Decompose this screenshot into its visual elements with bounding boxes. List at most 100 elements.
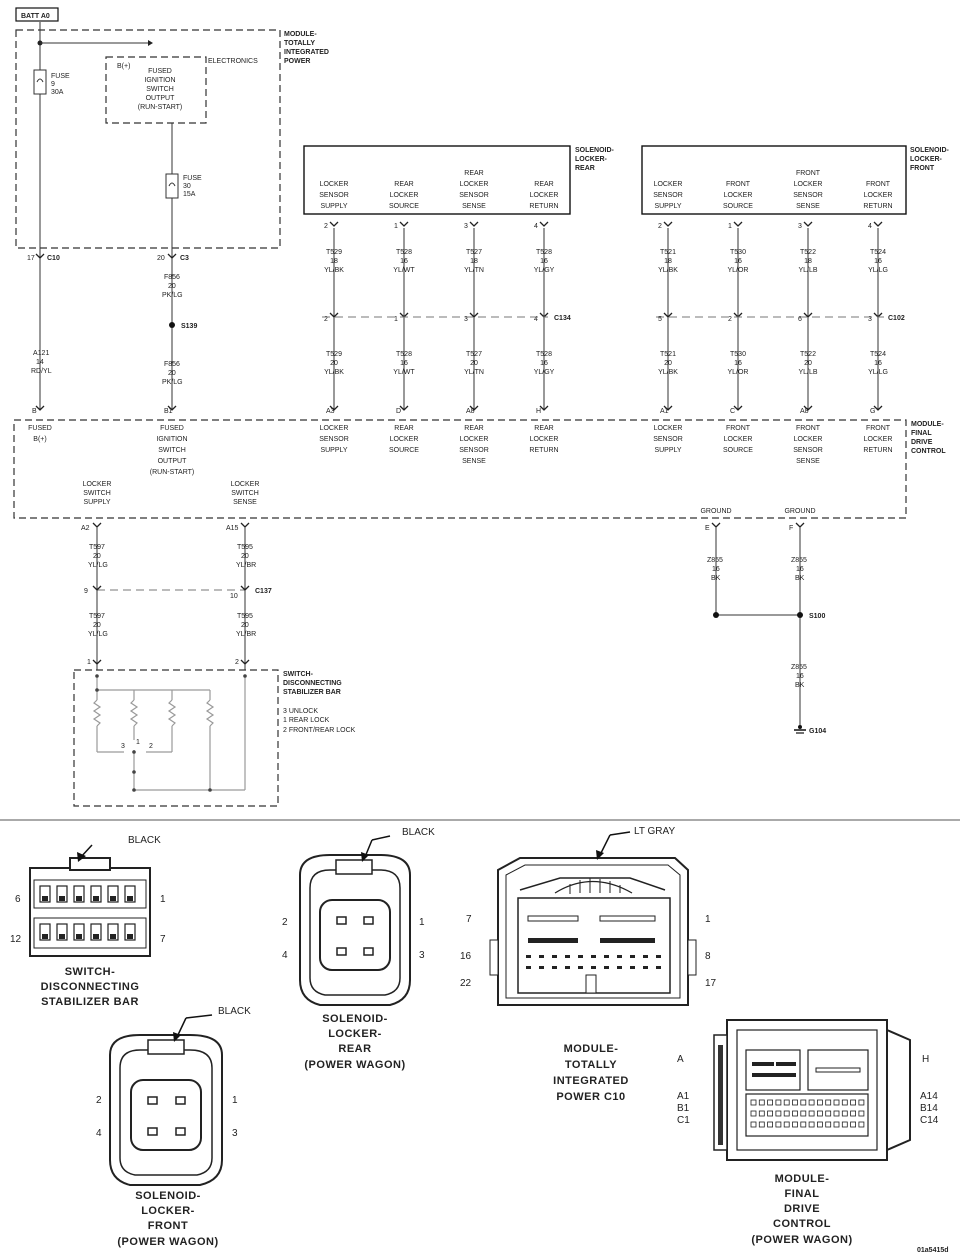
fdc-top-pin-7: A1 [660,408,669,415]
fdc-cavity [758,1121,765,1128]
switch-cavity [73,923,85,941]
svg-text:PK/LG: PK/LG [162,379,183,386]
tipm-cavity [526,955,531,958]
fdc-func-2: (RUN-START) [150,469,194,476]
front-wire-bot-3: YL/LB [798,369,817,376]
fdc-func-9: SENSE [796,458,820,465]
rear-wire-bot-1: T529 [326,351,342,358]
tipm-cavity [578,966,583,969]
fdc-func-1: FUSED [28,425,52,432]
switch-cavity [107,885,119,903]
svg-text:OUTPUT: OUTPUT [146,95,176,102]
svg-text:RD/YL: RD/YL [31,368,52,375]
tipm-cavity [552,966,557,969]
svg-text:A121: A121 [33,350,49,357]
tipm-cavity [630,955,635,958]
svg-text:DRIVE: DRIVE [911,439,933,446]
fdc-cavity [850,1110,856,1117]
svg-text:20: 20 [93,553,101,560]
switch-pos-3: 3 [121,743,125,750]
front-pin-4: 4 [868,223,872,230]
wire-t595-bottom-label: T595 20 YL/BR [236,613,256,638]
svg-text:FINAL: FINAL [785,1188,820,1200]
front-wire-top-4: YL/LG [868,267,888,274]
svg-text:DISCONNECTING: DISCONNECTING [41,981,140,993]
svg-text:CONTROL: CONTROL [773,1218,831,1230]
front-func-4: FRONT [866,181,891,188]
fdc-cavity [783,1110,790,1117]
fdc-cavity [800,1121,807,1128]
front-func-3: LOCKER [794,181,823,188]
svg-text:SOLENOID-: SOLENOID- [575,147,615,154]
svg-text:20: 20 [93,622,101,629]
fdc-pin-e: E [705,525,710,532]
svg-text:15A: 15A [183,191,196,198]
splice-s100-label: S100 [809,613,825,620]
fdc-func-8: LOCKER [724,436,753,443]
fdc-top-pin-9: A8 [800,408,809,415]
front-wire-bot-4: YL/LG [868,369,888,376]
tipm-module-box [15,29,281,249]
front-wire-bot-2: T530 [730,351,746,358]
switch-legend: 3 UNLOCK 1 REAR LOCK 2 FRONT/REAR LOCK [283,708,356,734]
fdc-pin-a2: A2 [81,525,90,532]
fdc-cavity [783,1099,790,1106]
fdc-switch-supply-label: LOCKER SWITCH SUPPLY [83,481,112,506]
front-wire-bot-1: YL/BK [658,369,678,376]
fdc-conn-pin-b14: B14 [920,1103,938,1114]
wire-f856-lower-label: F856 20 PK/LG [162,361,183,386]
svg-text:16: 16 [712,566,720,573]
svg-text:TOTALLY: TOTALLY [565,1059,617,1071]
fdc-cavity [758,1110,765,1117]
tipm-cavity [604,955,609,958]
front-func-3: FRONT [796,170,821,177]
fdc-cavity [808,1121,815,1128]
switch-pos-1: 1 [136,739,140,746]
fdc-module-box [13,419,907,519]
tipm-cavity [591,955,596,958]
front-func-1: SUPPLY [654,203,681,210]
fdc-conn-pin-a: A [677,1054,684,1065]
tipm-cavity [643,955,648,958]
tipm-conn-pin-8: 8 [705,951,711,962]
svg-text:FUSE: FUSE [183,175,202,182]
svg-text:INTEGRATED: INTEGRATED [553,1075,629,1087]
switch-cavity [90,923,102,941]
front-wire-bot-1: T521 [660,351,676,358]
fdc-cavity [792,1121,798,1128]
fdc-func-8: FRONT [726,425,751,432]
switch-conn-pin-6: 6 [15,894,21,905]
fdc-cavity [808,1110,815,1117]
svg-text:BK: BK [795,682,805,689]
conn-c134-label: C134 [554,315,571,322]
front-func-4: RETURN [863,203,892,210]
c134-pin-1: 2 [324,316,328,323]
fdc-top-pin-10: G [870,408,875,415]
rear-func-2: LOCKER [390,192,419,199]
splice-s139-dot [169,322,175,328]
fdc-func-9: FRONT [796,425,821,432]
rear-func-3: REAR [464,170,483,177]
fdc-cavity [833,1110,840,1117]
svg-text:REAR: REAR [575,165,595,172]
tipm-cavity [604,966,609,969]
svg-text:LOCKER-: LOCKER- [141,1205,195,1217]
switch-cavity [39,885,51,903]
fdc-top-pin-4: D [396,408,401,415]
rear-wire-top-4: 16 [540,258,548,265]
switch-module-box [73,669,279,807]
svg-text:Z855: Z855 [791,557,807,564]
rear-wire-top-2: YL/WT [393,267,415,274]
switch-cavity [107,923,119,941]
solenoid-front-box [641,145,907,215]
fdc-module-label: MODULE- FINAL DRIVE CONTROL [911,421,946,455]
switch-resistor-network [92,674,247,792]
switch-cavity [39,923,51,941]
rear-pin-1: 2 [324,223,328,230]
rear-wire-top-1: YL/BK [324,267,344,274]
fdc-func-10: RETURN [863,447,892,454]
svg-text:REAR: REAR [338,1043,371,1055]
switch-conn-pin-1: 1 [160,894,166,905]
fdc-conn-name: MODULE- FINAL DRIVE CONTROL (POWER WAGON… [751,1173,852,1246]
svg-text:SWITCH: SWITCH [231,490,259,497]
